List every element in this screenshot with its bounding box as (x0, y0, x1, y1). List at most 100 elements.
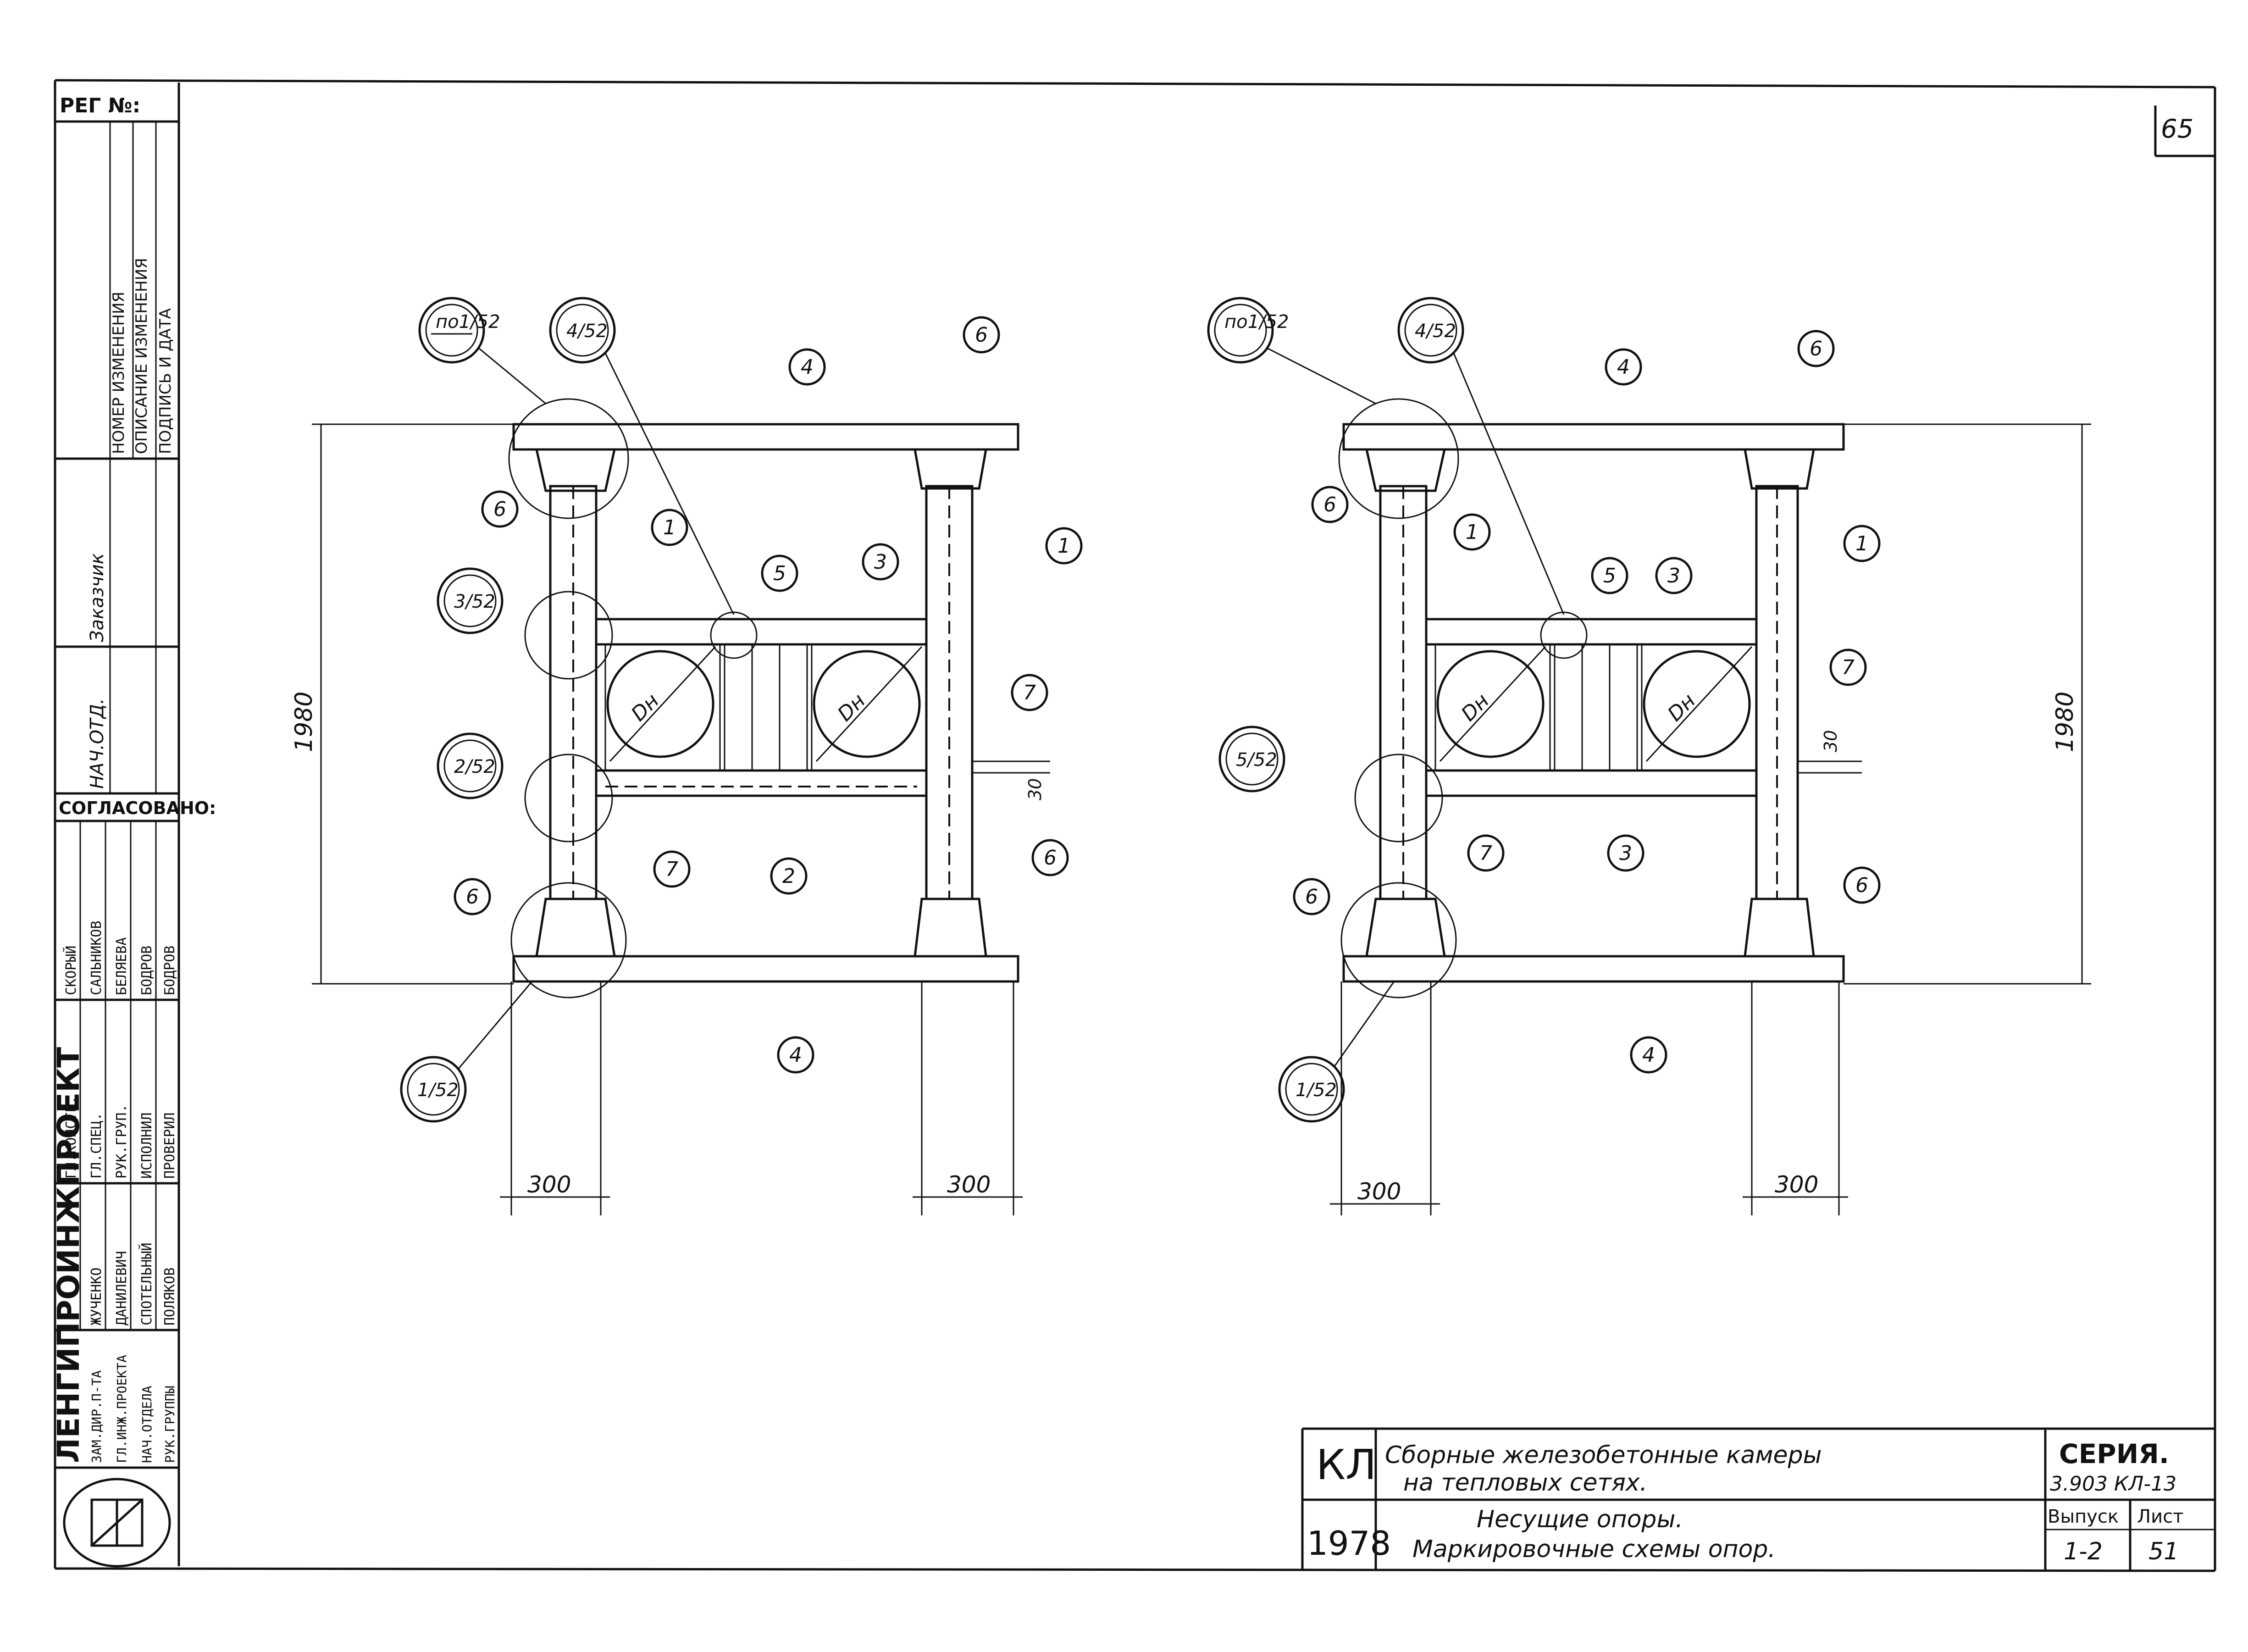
svg-text:4: 4 (1617, 355, 1630, 379)
stamp-person: ЖУЧЕНКО (89, 1268, 105, 1325)
svg-text:4: 4 (1642, 1043, 1655, 1067)
stamp-person: СПОТЕЛЬНЫЙ (138, 1242, 155, 1325)
title-line-2: на тепловых сетях. (1403, 1469, 1647, 1497)
svg-text:6: 6 (466, 885, 479, 909)
marker: 4 (1630, 1036, 1667, 1074)
col-header-description: ОПИСАНИЕ ИЗМЕНЕНИЯ (133, 258, 151, 454)
callout-text: 5/52 (1236, 749, 1277, 771)
svg-text:1: 1 (663, 516, 676, 539)
column-base (914, 898, 987, 958)
svg-text:4: 4 (789, 1043, 802, 1067)
stamp-role: ГЛ.ИНЖ.ПРОЕКТА (114, 1355, 129, 1463)
top-beam (512, 423, 1019, 451)
sheet-frame: 65 (54, 79, 2216, 1572)
issue-value: 1-2 (2064, 1538, 2103, 1565)
marker: 6 (1031, 839, 1069, 876)
stamp-person: БОДРОВ (162, 946, 178, 995)
subtitle-line-2: Маркировочные схемы опор. (1412, 1536, 1776, 1563)
page-number: 65 (2161, 114, 2193, 144)
pipe-label: Dн (627, 689, 664, 726)
bottom-beam (512, 955, 1019, 983)
svg-text:6: 6 (1855, 874, 1868, 897)
marker: 6 (1311, 486, 1349, 523)
stamp-person: БЕЛЯЕВА (114, 937, 130, 995)
svg-text:3: 3 (1667, 564, 1680, 588)
series-value: 3.903 КЛ-13 (2050, 1472, 2176, 1496)
svg-text:5: 5 (773, 562, 786, 585)
pipe-label: Dн (1663, 689, 1700, 726)
stamp-role: РУК.ГРУППЫ (162, 1386, 177, 1463)
svg-text:7: 7 (665, 858, 678, 881)
stamp-person: СКОРЫЙ (63, 946, 79, 995)
col-header-signature: ПОДПИСЬ И ДАТА (156, 308, 175, 454)
column-head (1365, 448, 1446, 492)
callout-4-52: 4/52 (549, 297, 735, 615)
marker: 3 (1655, 557, 1693, 594)
callout-1-52: 1/52 (400, 981, 533, 1123)
stamp-role: ГЛ.СПЕЦ. (89, 1113, 105, 1179)
agreed-label: СОГЛАСОВАНО: (59, 798, 216, 818)
sheet-value: 51 (2148, 1538, 2179, 1565)
gap-dimension: 30 (1025, 778, 1045, 800)
title-block: КЛ 1978 Сборные железобетонные камеры на… (1301, 1427, 2215, 1571)
reg-label: РЕГ №: (60, 94, 140, 117)
column-base (1744, 898, 1815, 958)
callout-text: 1/52 (1296, 1080, 1337, 1101)
callout-4-52: 4/52 (1397, 297, 1565, 615)
callout-text: по1/52 (436, 311, 500, 333)
org-logo-icon (63, 1478, 171, 1568)
marker: 4 (788, 348, 826, 386)
sheet-label: Лист (2137, 1506, 2183, 1527)
code: КЛ (1316, 1441, 1377, 1489)
width-dimension: 300 (947, 1171, 991, 1198)
right-scheme: Dн Dн 1980 300 300 30 по1/52 4/52 (1207, 297, 2091, 1215)
marker: 7 (1829, 649, 1867, 686)
stamp-role: ЗАМ.ДИР.П-ТА (89, 1370, 104, 1463)
marker: 6 (481, 490, 519, 528)
issue-label: Выпуск (2048, 1506, 2119, 1527)
marker: 2 (770, 857, 808, 895)
svg-text:2: 2 (782, 865, 795, 888)
callout-5-52: 5/52 (1218, 726, 1285, 793)
customer-label: Заказчик (87, 553, 108, 642)
marker: 1 (1453, 513, 1491, 551)
svg-text:1: 1 (1466, 521, 1478, 544)
crossbeam-2 (595, 769, 928, 797)
svg-text:6: 6 (493, 498, 506, 521)
stamp-person: САЛЬНИКОВ (89, 920, 105, 995)
pipe-circle (813, 650, 921, 758)
pipe-circle (1436, 650, 1545, 758)
width-dimension: 300 (1357, 1178, 1401, 1205)
height-dimension: 1980 (2051, 692, 2079, 752)
marker: 1 (1843, 525, 1881, 562)
height-dimension: 1980 (290, 692, 318, 752)
org-name: ЛЕНГИПРОИНЖПРОЕКТ (51, 1047, 86, 1463)
width-dimension: 300 (1775, 1171, 1818, 1198)
svg-text:6: 6 (1323, 493, 1336, 516)
svg-text:7: 7 (1479, 842, 1492, 865)
svg-text:3: 3 (1619, 842, 1632, 865)
column-head (535, 448, 616, 492)
callout-2-52: 2/52 (437, 732, 504, 799)
bottom-beam (1342, 955, 1845, 983)
subtitle-line-1: Несущие опоры. (1477, 1506, 1683, 1533)
marker: 1 (651, 509, 688, 546)
column-head (914, 448, 987, 490)
marker: 4 (1605, 348, 1642, 386)
pipe-circle (606, 650, 714, 758)
stamp-role: НАЧ.ОТДЕЛА (139, 1386, 155, 1463)
stamp-role: ИСПОЛНИЛ (139, 1113, 155, 1179)
svg-text:7: 7 (1023, 681, 1036, 704)
marker: 1 (1045, 527, 1083, 565)
marker: 6 (454, 878, 491, 915)
svg-text:1: 1 (1058, 534, 1070, 558)
marker: 5 (761, 554, 798, 592)
svg-text:5: 5 (1603, 564, 1616, 588)
pipe-circle (1643, 650, 1751, 758)
gap-dimension: 30 (1821, 730, 1841, 752)
column-head (1744, 448, 1815, 490)
marker: 4 (777, 1036, 814, 1074)
crossbeam-3 (595, 618, 928, 646)
